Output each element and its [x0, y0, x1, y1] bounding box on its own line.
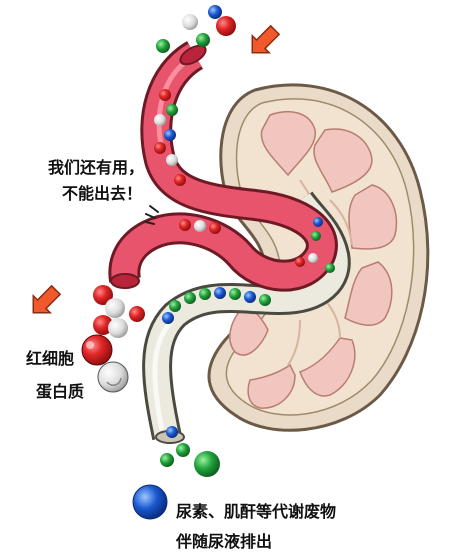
medulla-pyramids	[229, 111, 398, 409]
artery-highlight	[156, 57, 190, 153]
kidney	[207, 83, 430, 432]
ureter-highlight	[152, 318, 175, 431]
protein-sample	[97, 361, 129, 393]
vessel-cells	[154, 89, 335, 438]
artery	[108, 41, 338, 292]
blocked-cells	[93, 285, 145, 338]
down-left-arrow-icon	[32, 284, 62, 314]
protein-label: 蛋白质	[36, 382, 85, 401]
speech-line-1: 我们还有用，	[48, 158, 145, 177]
red-blood-cell-sample	[81, 334, 113, 366]
artery-body	[111, 43, 335, 289]
waste-label-line-1: 尿素、肌酐等代谢废物	[176, 502, 337, 521]
top-cells	[156, 5, 236, 53]
artery-top-opening	[179, 44, 207, 66]
red-blood-cell-label: 红细胞	[26, 349, 75, 368]
waste-cells	[132, 443, 220, 520]
down-left-arrow-icon	[251, 24, 281, 54]
speech-line-2: 不能出去！	[62, 184, 143, 203]
waste-label-line-2: 伴随尿液排出	[176, 532, 273, 551]
motion-lines-icon	[145, 205, 159, 225]
artery-bottom-opening	[110, 273, 140, 289]
